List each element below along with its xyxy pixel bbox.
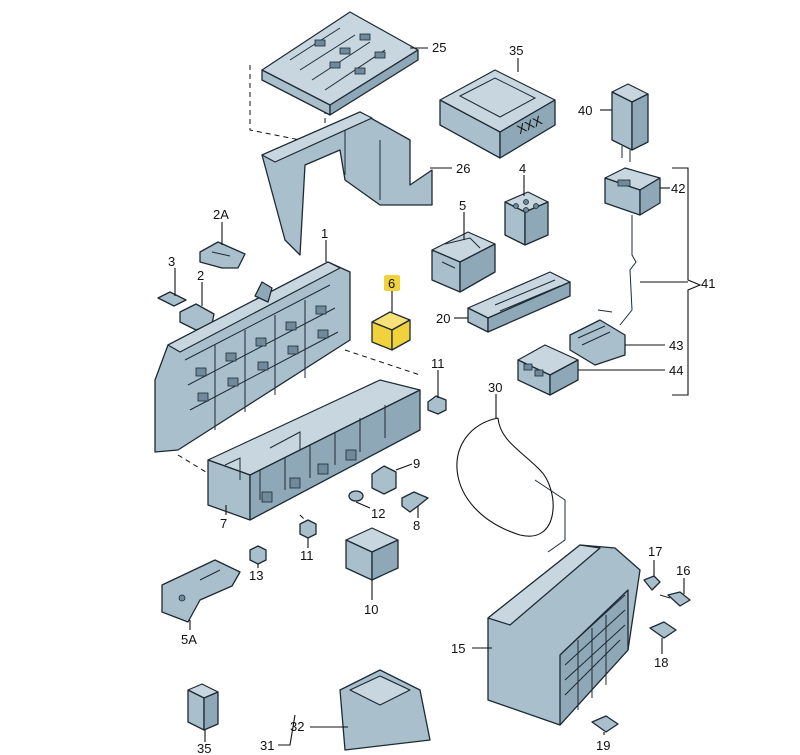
part-17-clip — [643, 575, 661, 591]
leader-lines — [174, 47, 702, 746]
label-43: 43 — [669, 338, 683, 353]
label-19: 19 — [596, 738, 610, 753]
part-8-clip — [401, 491, 429, 513]
part-1-fuse-carrier — [154, 261, 351, 453]
part-4-relay-block — [504, 191, 549, 246]
part-20-strip-connector — [467, 271, 571, 333]
part-5a-bracket — [161, 559, 241, 623]
label-11-lower: 11 — [300, 548, 314, 563]
label-26: 26 — [456, 161, 470, 176]
label-1: 1 — [321, 226, 328, 241]
part-26-bracket — [261, 111, 433, 256]
label-10: 10 — [364, 602, 378, 617]
label-11-upper: 11 — [431, 356, 445, 371]
part-2a-clip — [199, 241, 246, 269]
label-18: 18 — [654, 655, 668, 670]
part-43-connector — [569, 309, 626, 366]
label-15: 15 — [451, 641, 465, 656]
part-18-clip — [649, 621, 677, 639]
part-3-fuse — [157, 291, 187, 307]
label-31: 31 — [260, 738, 274, 753]
part-19-clip — [591, 715, 619, 733]
label-44: 44 — [669, 363, 683, 378]
part-13-nut — [249, 545, 267, 565]
part-31-32-housing — [339, 669, 431, 751]
label-12: 12 — [371, 506, 385, 521]
label-20: 20 — [436, 311, 450, 326]
label-13: 13 — [249, 568, 263, 583]
part-11-nut-upper — [427, 395, 447, 415]
part-30-cable — [456, 417, 566, 553]
label-5: 5 — [459, 198, 466, 213]
label-2a: 2A — [213, 207, 229, 222]
part-15-housing — [487, 544, 641, 726]
label-30: 30 — [488, 380, 502, 395]
label-35-bottom: 35 — [197, 741, 211, 755]
label-2: 2 — [197, 268, 204, 283]
label-16: 16 — [676, 563, 690, 578]
label-25: 25 — [432, 40, 446, 55]
part-42-connector — [604, 167, 661, 326]
label-9: 9 — [413, 456, 420, 471]
part-35-relay-bottom — [187, 683, 219, 731]
part-10-relay — [345, 527, 399, 581]
label-7: 7 — [220, 516, 227, 531]
part-12-nut — [348, 490, 364, 502]
highlight-badge — [384, 275, 400, 291]
part-35-control-module — [439, 69, 556, 159]
label-4: 4 — [519, 161, 526, 176]
label-42: 42 — [671, 181, 685, 196]
part-6-highlighted — [371, 311, 411, 351]
label-35-top: 35 — [509, 43, 523, 58]
part-11-nut-lower — [299, 519, 317, 539]
part-5-relay-holder — [431, 231, 496, 293]
part-labels: 25 35 40 26 4 42 2A 1 5 41 3 2 6 20 43 1… — [168, 40, 715, 755]
label-5a: 5A — [181, 632, 197, 647]
label-40: 40 — [578, 103, 592, 118]
part-7-relay-carrier — [207, 379, 421, 521]
part-44-connector-housing — [517, 344, 579, 396]
label-6: 6 — [388, 276, 395, 291]
part-40-relay — [611, 83, 649, 162]
label-17: 17 — [648, 544, 662, 559]
label-3: 3 — [168, 254, 175, 269]
part-16-screw — [659, 591, 691, 607]
label-32: 32 — [290, 719, 304, 734]
label-41: 41 — [701, 276, 715, 291]
part-9-clip — [371, 465, 397, 495]
part-25-cover — [261, 11, 419, 116]
label-8: 8 — [413, 518, 420, 533]
